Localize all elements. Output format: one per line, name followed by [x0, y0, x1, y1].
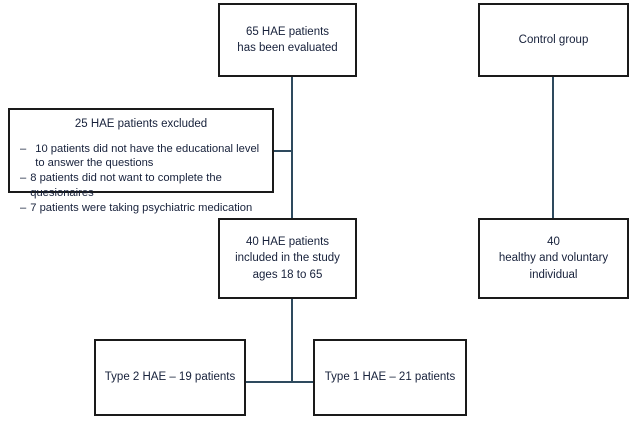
connector-evaluated-to-included [291, 77, 293, 218]
node-included-patients: 40 HAE patients included in the study ag… [218, 218, 357, 299]
list-bullet-dash: – [20, 202, 27, 215]
node-type1-label: Type 1 HAE – 21 patients [324, 371, 456, 384]
node-type2-hae: Type 2 HAE – 19 patients [94, 339, 246, 416]
node-control-group: Control group [478, 3, 629, 77]
node-healthy-volunteers: 40 healthy and voluntary individual [478, 218, 629, 299]
list-item-label: 10 patients did not have the educational… [35, 142, 260, 170]
connector-split-to-type2 [246, 381, 292, 383]
connector-excluded-stub [274, 150, 292, 152]
node-type1-hae: Type 1 HAE – 21 patients [313, 339, 467, 416]
node-excluded-reason-list: – 10 patients did not have the education… [18, 142, 264, 216]
connector-split-to-type1 [291, 381, 313, 383]
node-included-label: 40 HAE patients included in the study ag… [235, 236, 340, 281]
connector-included-to-subtypes [291, 299, 293, 382]
list-item: – 7 patients were taking psychiatric med… [20, 201, 264, 216]
node-healthy-volunteers-label: 40 healthy and voluntary individual [498, 236, 609, 281]
list-item-label: 8 patients did not want to complete the … [30, 172, 222, 200]
node-excluded-patients: 25 HAE patients excluded – 10 patients d… [8, 108, 274, 214]
list-item: – 10 patients did not have the education… [20, 142, 264, 172]
node-excluded-title: 25 HAE patients excluded [74, 118, 208, 130]
node-evaluated-patients: 65 HAE patients has been evaluated [218, 3, 357, 77]
connector-control-to-healthy [552, 77, 554, 218]
list-bullet-dash: – [20, 142, 27, 155]
list-bullet-dash: – [20, 172, 27, 185]
node-evaluated-label: 65 HAE patients has been evaluated [237, 25, 338, 54]
node-type2-label: Type 2 HAE – 19 patients [104, 371, 236, 384]
list-item-label: 7 patients were taking psychiatric medic… [30, 202, 253, 215]
node-control-group-label: Control group [518, 33, 589, 46]
list-item: – 8 patients did not want to complete th… [20, 171, 264, 201]
